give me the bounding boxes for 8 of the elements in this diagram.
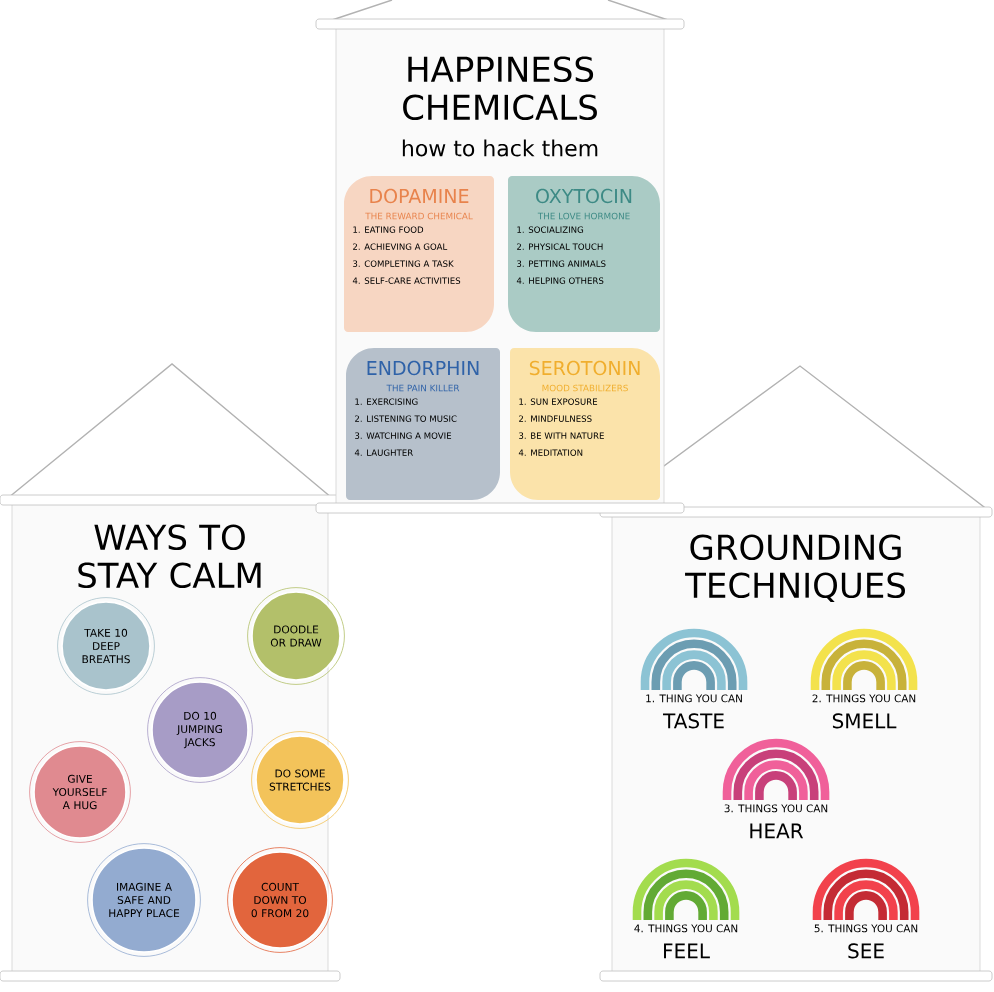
poster-subtitle: how to hack them: [402, 139, 598, 157]
poster-title: GROUNDING TECHNIQUES: [685, 534, 905, 603]
card-heading: DOPAMINE: [370, 188, 469, 204]
poster-title: WAYS TO STAY CALM: [78, 524, 261, 589]
card-heading: ENDORPHIN: [367, 360, 479, 376]
poster-title: HAPPINESS CHEMICALS: [403, 56, 597, 121]
card-heading: SEROTONIN: [529, 360, 640, 376]
card-heading: OXYTOCIN: [536, 188, 632, 204]
